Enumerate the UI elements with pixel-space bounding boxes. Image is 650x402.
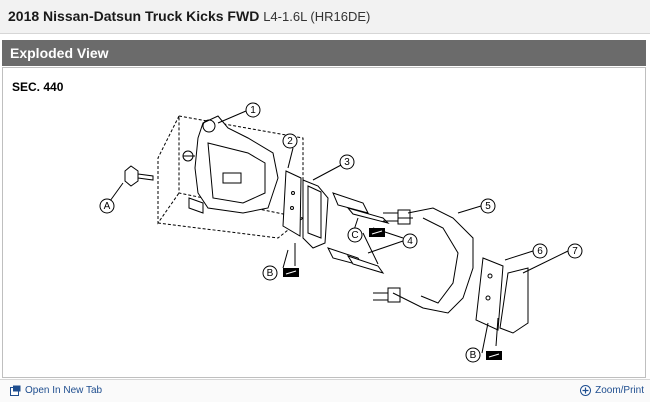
callout-1: 1 [245,102,261,118]
svg-text:A: A [104,201,111,212]
grease-symbol-left [283,268,299,277]
callout-3: 3 [339,154,355,170]
torque-member [373,207,474,314]
callout-B-right: B [465,347,481,363]
svg-text:7: 7 [572,246,578,257]
callout-2: 2 [282,133,298,149]
pad-shim-inner [282,170,302,237]
top-bar: 2018 Nissan-Datsun Truck Kicks FWD L4-1.… [0,0,650,34]
brake-pad-outer [499,267,529,334]
callout-C: C [347,227,363,243]
section-label: SEC. 440 [12,80,64,94]
caliper-bolt [124,165,154,187]
pad-retainer-clips [327,192,390,274]
zoom-print-link[interactable]: Zoom/Print [580,385,644,396]
panel-title: Exploded View [10,45,109,61]
open-in-new-tab-label: Open In New Tab [25,385,103,396]
svg-text:2: 2 [287,136,293,147]
svg-text:5: 5 [485,201,491,212]
callout-4: 4 [402,233,418,249]
grease-symbol-mid [369,228,385,237]
pad-shim-outer [475,257,504,331]
zoom-plus-icon [580,385,592,396]
svg-text:3: 3 [344,157,350,168]
svg-text:6: 6 [537,246,543,257]
svg-text:1: 1 [250,105,256,116]
svg-text:B: B [267,268,274,279]
grease-symbol-right [486,351,502,360]
svg-text:C: C [351,230,358,241]
svg-text:B: B [470,350,477,361]
vehicle-name: 2018 Nissan-Datsun Truck Kicks FWD [8,8,260,24]
footer-bar: Open In New Tab Zoom/Print [0,379,650,402]
panel-header: Exploded View [2,40,646,66]
callout-6: 6 [532,243,548,259]
callout-A: A [99,198,115,214]
callout-7: 7 [567,243,583,259]
callout-5: 5 [480,198,496,214]
zoom-print-label: Zoom/Print [595,385,644,396]
caliper-body [182,115,279,214]
brake-pad-inner [302,179,329,249]
vehicle-title: 2018 Nissan-Datsun Truck Kicks FWD L4-1.… [8,8,370,24]
open-new-tab-icon [10,385,21,396]
open-in-new-tab-link[interactable]: Open In New Tab [10,385,102,396]
svg-text:4: 4 [407,236,413,247]
exploded-view-diagram: 1 2 3 4 5 6 7 A B C B [99,102,583,363]
engine-spec: L4-1.6L (HR16DE) [263,9,371,24]
callout-B-left: B [262,265,278,281]
